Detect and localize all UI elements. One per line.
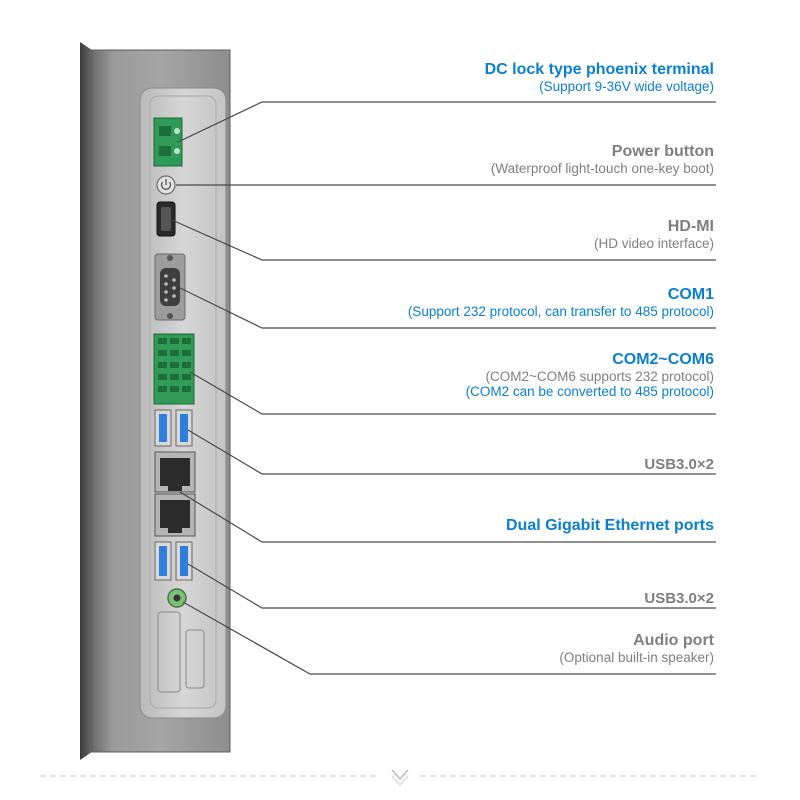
label-title: USB3.0×2 (644, 456, 714, 473)
phoenix-terminal-icon (153, 117, 183, 167)
label-subtitle: (COM2 can be converted to 485 protocol) (465, 384, 714, 399)
label-subtitle: (Support 232 protocol, can transfer to 4… (407, 304, 714, 319)
power-icon[interactable] (156, 175, 176, 195)
label-title: HD-MI (667, 218, 714, 235)
chevron-down-icon (391, 769, 409, 787)
terminal-block-icon (153, 333, 195, 405)
label-dc-terminal: DC lock type phoenix terminal (Support 9… (485, 61, 714, 94)
label-subtitle: (Optional built-in speaker) (559, 650, 714, 665)
label-subtitle: (HD video interface) (593, 236, 714, 251)
label-title: Power button (611, 143, 714, 160)
label-subtitle: (Waterproof light-touch one-key boot) (490, 161, 714, 176)
label-ethernet: Dual Gigabit Ethernet ports (506, 517, 714, 535)
leader-lines (171, 101, 716, 675)
usb3-port-icon (154, 541, 193, 581)
label-title: DC lock type phoenix terminal (484, 61, 714, 78)
label-usb-group-2: USB3.0×2 (644, 590, 714, 607)
label-com1: COM1 (Support 232 protocol, can transfer… (408, 286, 714, 319)
label-usb-group-1: USB3.0×2 (644, 456, 714, 473)
label-title: Audio port (633, 632, 714, 649)
audio-jack-icon (167, 588, 187, 608)
label-title: COM2~COM6 (612, 351, 714, 368)
label-subtitle: (COM2~COM6 supports 232 protocol) (485, 369, 714, 384)
label-title: Dual Gigabit Ethernet ports (505, 517, 714, 534)
db9-serial-port-icon (154, 253, 186, 321)
hdmi-port-icon (156, 201, 176, 237)
rj45-port-icon (154, 451, 196, 537)
label-subtitle: (Support 9-36V wide voltage) (539, 79, 714, 94)
label-title: USB3.0×2 (644, 590, 714, 607)
label-title: COM1 (667, 286, 714, 303)
label-power-button: Power button (Waterproof light-touch one… (491, 143, 714, 176)
expansion-slot (157, 611, 205, 693)
label-audio-port: Audio port (Optional built-in speaker) (559, 632, 714, 665)
usb3-port-icon (154, 409, 193, 447)
label-hdmi: HD-MI (HD video interface) (594, 218, 714, 251)
label-com2-com6: COM2~COM6 (COM2~COM6 supports 232 protoc… (466, 351, 714, 399)
